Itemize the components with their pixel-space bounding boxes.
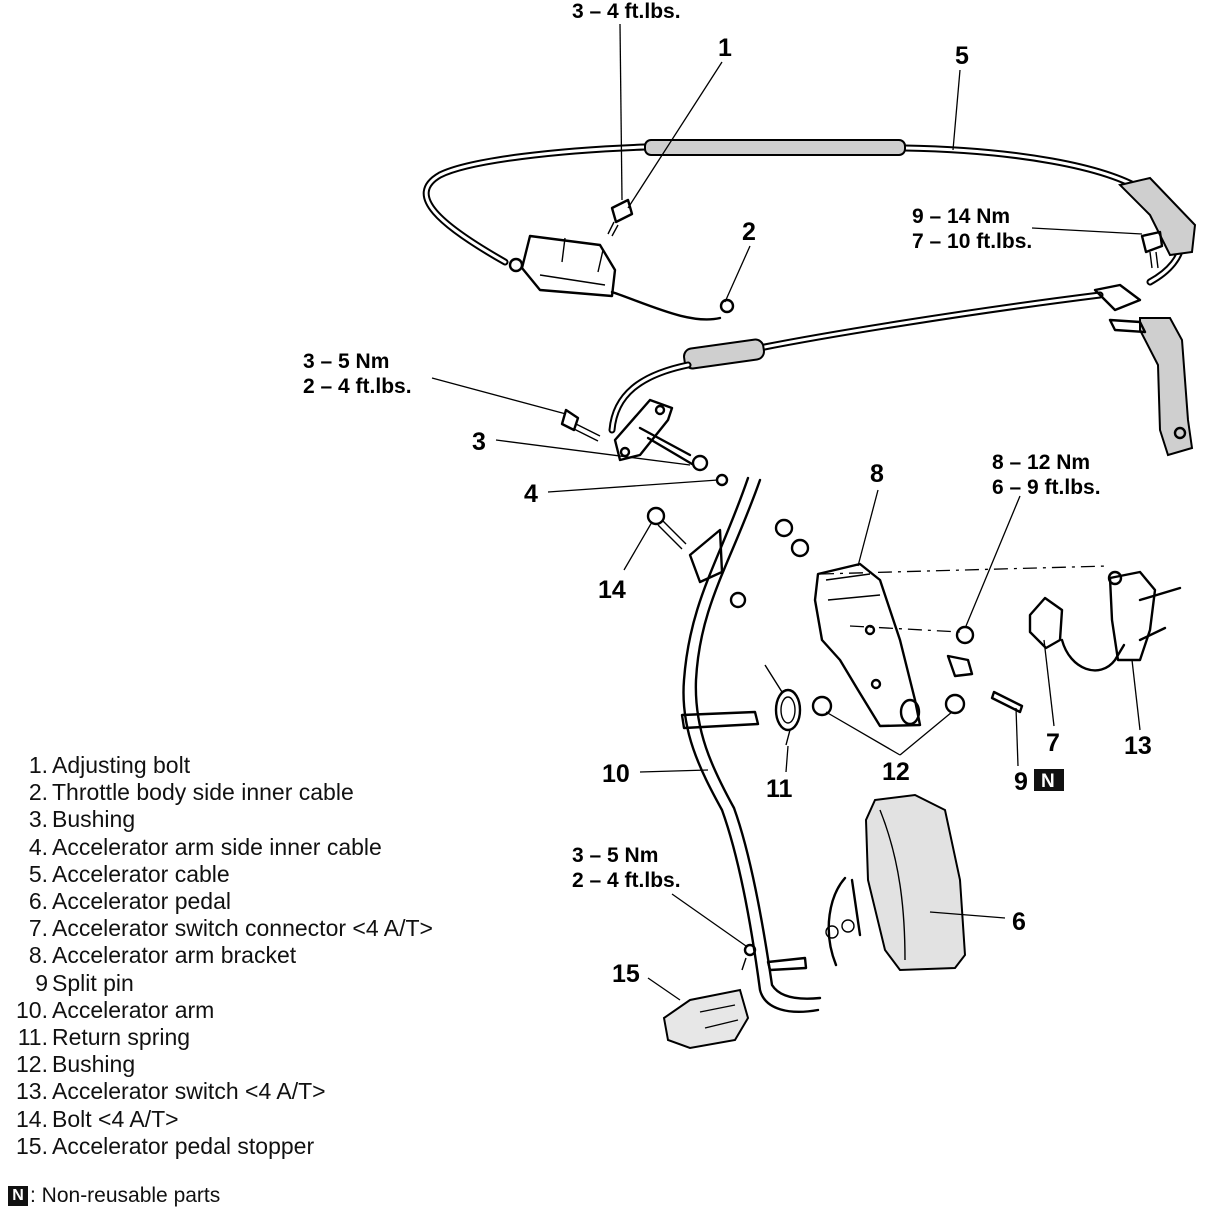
torque-adjusting-bolt: 3 – 4 ft.lbs. (572, 0, 681, 23)
accelerator-switch (1107, 570, 1182, 662)
adjusting-bolt (607, 198, 634, 237)
callout-4: 4 (524, 480, 538, 508)
non-reusable-badge (1034, 769, 1064, 791)
torque-bracket-ftlbs: 7 – 10 ft.lbs. (912, 230, 1032, 253)
legend-item: 7.Accelerator switch connector <4 A/T> (4, 915, 564, 942)
legend-num: 12. (16, 1051, 48, 1078)
legend-num: 9 (35, 969, 48, 996)
legend-item: 4.Accelerator arm side inner cable (4, 834, 564, 861)
torque-bracket-nm: 9 – 14 Nm (912, 205, 1010, 228)
legend-text: Throttle body side inner cable (52, 779, 354, 806)
accelerator-pedal (825, 793, 967, 972)
legend-num: 13. (16, 1078, 48, 1105)
legend-text: Accelerator arm side inner cable (52, 833, 382, 860)
callout-15: 15 (612, 960, 640, 988)
callout-1: 1 (718, 34, 732, 62)
callout-3: 3 (472, 428, 486, 456)
accelerator-arm (680, 476, 822, 1013)
legend-item: 2.Throttle body side inner cable (4, 779, 564, 806)
callout-6: 6 (1012, 908, 1026, 936)
legend-item: 3.Bushing (4, 806, 564, 833)
legend-item: 1.Adjusting bolt (4, 752, 564, 779)
non-reusable-note-text: : Non-reusable parts (30, 1184, 221, 1207)
callout-11: 11 (766, 775, 793, 803)
legend-item: 11.Return spring (4, 1024, 564, 1051)
legend-num: 7. (28, 915, 48, 942)
legend-text: Accelerator pedal (52, 888, 231, 915)
torque-bushing-nm: 3 – 5 Nm (303, 350, 389, 373)
legend-num: 2. (28, 779, 48, 806)
accelerator-arm-bracket (813, 562, 922, 728)
legend-num: 3. (28, 806, 48, 833)
torque-stopper-ftlbs: 2 – 4 ft.lbs. (572, 869, 681, 892)
legend-item: 5.Accelerator cable (4, 861, 564, 888)
torque-stopper-nm: 3 – 5 Nm (572, 844, 658, 867)
callout-10: 10 (602, 760, 630, 788)
legend-item: 14.Bolt <4 A/T> (4, 1106, 564, 1133)
non-reusable-note-mark: N (8, 1186, 28, 1206)
legend-num: 11. (17, 1024, 48, 1051)
switch-connector (1028, 596, 1126, 672)
legend-text: Bolt <4 A/T> (52, 1105, 179, 1132)
legend-item: 8.Accelerator arm bracket (4, 942, 564, 969)
legend-text: Accelerator pedal stopper (52, 1132, 315, 1159)
callout-9: 9 (1014, 768, 1028, 796)
legend-num: 6. (28, 888, 48, 915)
legend-text: Accelerator arm (52, 996, 215, 1023)
legend-num: 10. (16, 996, 48, 1023)
non-reusable-mark: N (1041, 771, 1055, 792)
callout-12: 12 (882, 758, 910, 786)
torque-bushing-ftlbs: 2 – 4 ft.lbs. (303, 375, 412, 398)
callout-13: 13 (1124, 732, 1152, 760)
leader-lines (431, 23, 1143, 1001)
return-spring (764, 664, 802, 746)
legend-num: 15. (16, 1132, 48, 1159)
callout-14: 14 (598, 576, 626, 604)
legend-text: Bushing (52, 1051, 136, 1078)
bushing-flange (560, 398, 729, 487)
legend-item: 15.Accelerator pedal stopper (4, 1133, 564, 1160)
torque-switch-nm: 8 – 12 Nm (992, 451, 1090, 474)
legend-text: Accelerator arm bracket (52, 942, 297, 969)
bushings (729, 518, 975, 717)
legend-num: 5. (28, 860, 48, 887)
non-reusable-note: N : Non-reusable parts (8, 1184, 220, 1208)
legend-num: 4. (28, 833, 48, 860)
legend-item: 13.Accelerator switch <4 A/T> (4, 1078, 564, 1105)
torque-switch-ftlbs: 6 – 9 ft.lbs. (992, 476, 1101, 499)
parts-legend: 1.Adjusting bolt 2.Throttle body side in… (4, 752, 564, 1160)
throttle-bracket (508, 234, 735, 321)
callout-2: 2 (742, 218, 756, 246)
throttle-body-bracket (1108, 230, 1194, 457)
legend-text: Return spring (52, 1024, 191, 1051)
legend-item: 10.Accelerator arm (4, 997, 564, 1024)
legend-num: 14. (16, 1105, 48, 1132)
callout-7: 7 (1046, 729, 1060, 757)
callout-5: 5 (955, 42, 969, 70)
legend-text: Split pin (52, 969, 134, 996)
callout-8: 8 (870, 460, 884, 488)
legend-num: 1. (28, 752, 48, 778)
split-pin (990, 690, 1024, 714)
legend-text: Accelerator switch connector <4 A/T> (52, 915, 433, 942)
legend-text: Bushing (52, 806, 136, 833)
legend-text: Adjusting bolt (52, 752, 191, 778)
legend-text: Accelerator cable (52, 860, 230, 887)
accelerator-cable (422, 139, 1197, 434)
legend-item: 6.Accelerator pedal (4, 888, 564, 915)
pedal-stopper (662, 988, 750, 1050)
bolt-4at (646, 506, 687, 550)
legend-item: 12.Bushing (4, 1051, 564, 1078)
legend-num: 8. (28, 942, 48, 969)
legend-text: Accelerator switch <4 A/T> (52, 1078, 326, 1105)
